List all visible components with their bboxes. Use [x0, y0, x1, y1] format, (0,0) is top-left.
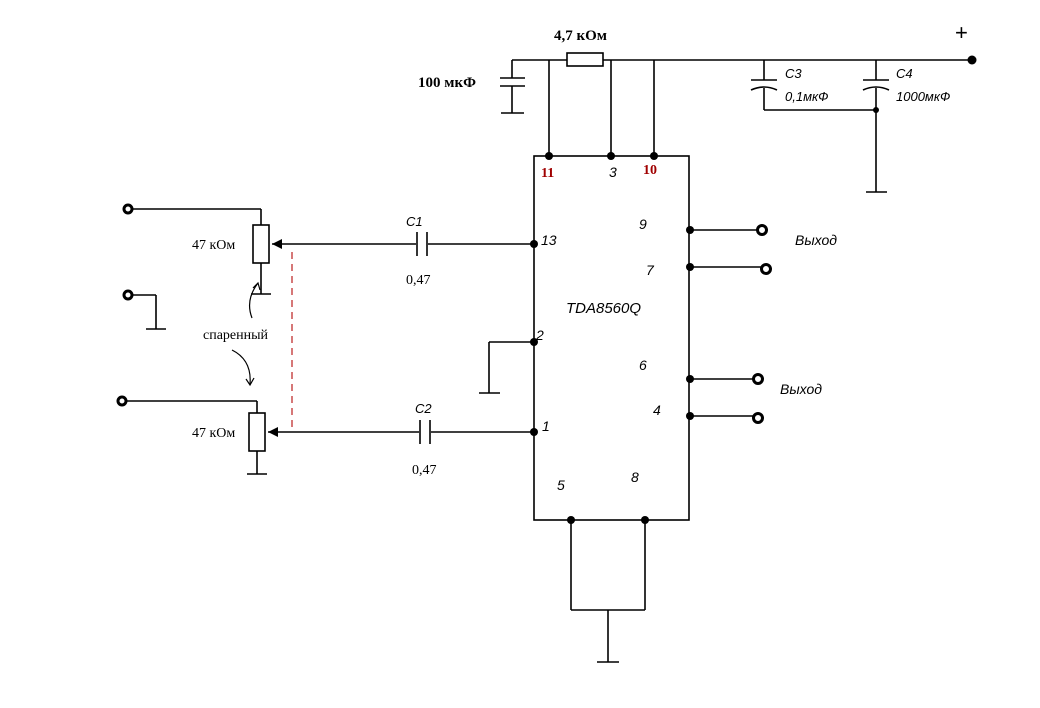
output-1-label: Выход	[795, 232, 837, 248]
ground-terminal-circle	[122, 289, 134, 301]
ground-pin-2	[479, 338, 538, 394]
plus-label: +	[955, 20, 968, 45]
c2-name: C2	[415, 401, 432, 416]
output-2-terminal-b	[752, 412, 764, 424]
power-rail: +	[512, 20, 977, 65]
capacitor-c2: C2 0,47	[412, 401, 538, 478]
output-2: Выход	[686, 373, 822, 424]
output-2-label: Выход	[780, 381, 822, 397]
capacitor-100uf: 100 мкФ	[418, 60, 525, 114]
input-2-terminal	[116, 395, 128, 407]
pot-top-label: 47 кОм	[192, 238, 235, 253]
pot-bottom-label: 47 кОм	[192, 426, 235, 441]
capacitor-100uf-label: 100 мкФ	[418, 75, 476, 91]
capacitor-c3: C3 0,1мкФ	[750, 60, 828, 110]
output-2-terminal-a	[752, 373, 764, 385]
c1-name: C1	[406, 214, 423, 229]
ganged-arrow-down	[231, 349, 251, 385]
pin-7-label: 7	[646, 262, 655, 278]
output-1-terminal-a	[756, 224, 768, 236]
capacitor-c4: C4 1000мкФ	[764, 60, 950, 193]
rail-to-chip-wires	[545, 60, 658, 160]
resistor-4-7k: 4,7 кОм	[554, 28, 607, 67]
input-1: 47 кОм	[122, 203, 534, 295]
pin-1-label: 1	[542, 418, 550, 434]
potentiometer-top	[252, 224, 270, 264]
ganged-link: спаренный	[203, 252, 293, 432]
pin-13-label: 13	[541, 232, 557, 248]
pin-8-label: 8	[631, 469, 639, 485]
c3-name: C3	[785, 66, 802, 81]
plus-terminal	[967, 55, 977, 65]
pin-5-label: 5	[557, 477, 565, 493]
capacitor-c1: C1 0,47	[406, 214, 538, 288]
pin-4-label: 4	[653, 402, 661, 418]
pin-9-label: 9	[639, 216, 647, 232]
c4-value: 1000мкФ	[896, 89, 950, 104]
pin-3-label: 3	[609, 164, 617, 180]
pin-10-label: 10	[643, 163, 657, 178]
c2-value: 0,47	[412, 463, 437, 478]
c3-value: 0,1мкФ	[785, 89, 828, 104]
c4-name: C4	[896, 66, 913, 81]
ganged-label: спаренный	[203, 328, 269, 343]
ganged-arrow-up	[248, 282, 259, 319]
output-1: Выход	[686, 224, 837, 275]
ground-terminal	[122, 289, 166, 330]
output-1-terminal-b	[760, 263, 772, 275]
resistor-4-7k-label: 4,7 кОм	[554, 28, 607, 44]
chip-name: TDA8560Q	[566, 300, 641, 317]
c1-value: 0,47	[406, 273, 431, 288]
pin-2-label: 2	[535, 327, 544, 343]
input-2: 47 кОм	[116, 395, 534, 475]
ground-pins-5-8	[567, 516, 649, 663]
pin-6-label: 6	[639, 357, 647, 373]
chip-tda8560q: TDA8560Q 11 3 10 9 7 13 2 6 4 1 5 8	[533, 155, 690, 521]
input-1-terminal	[122, 203, 134, 215]
potentiometer-bottom	[248, 412, 266, 452]
pin-11-label: 11	[541, 166, 554, 181]
